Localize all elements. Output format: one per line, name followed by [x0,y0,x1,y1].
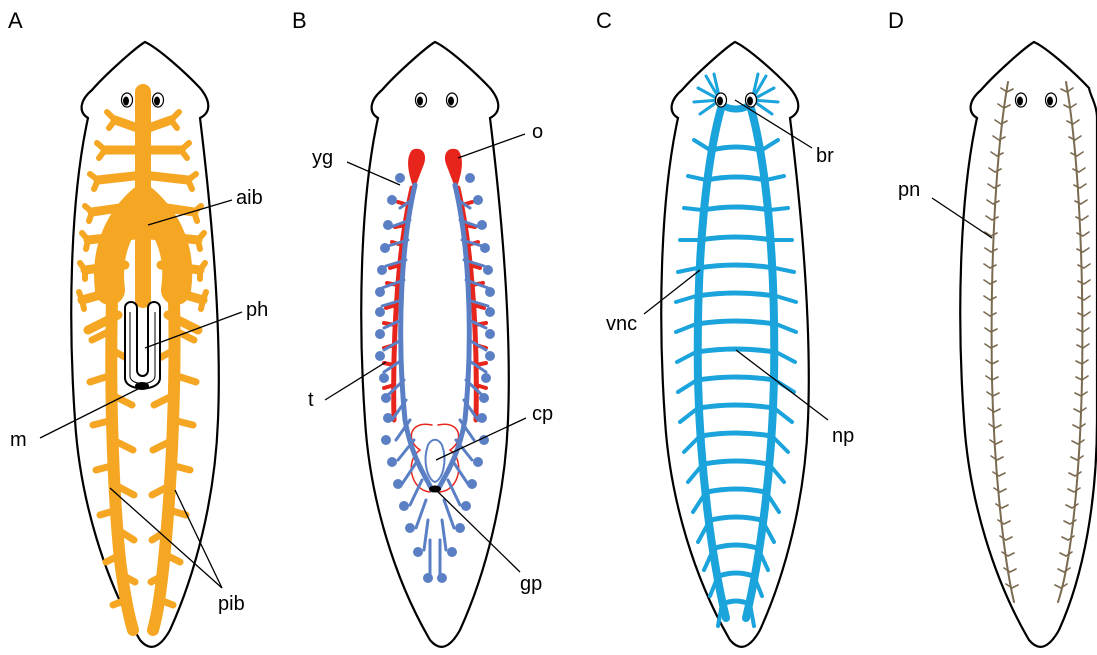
panel-c: C br vnc np [596,8,854,647]
panel-letter-b: B [292,8,307,33]
label-t: t [308,389,314,411]
panel-d: D pn [888,8,1097,647]
label-vnc: vnc [606,313,637,335]
label-pib: pib [218,593,245,615]
label-np: np [832,425,854,447]
label-yg: yg [312,147,333,169]
label-ph: ph [246,299,268,321]
panel-letter-c: C [596,8,612,33]
panel-letter-d: D [888,8,904,33]
label-cp: cp [532,403,553,425]
body-outline-b [361,42,509,647]
label-aib: aib [236,187,263,209]
panel-letter-a: A [8,8,23,33]
panel-b: B [292,8,553,647]
label-m: m [10,429,27,451]
label-o: o [532,121,543,143]
panel-a: A aib ph [8,8,268,647]
label-gp: gp [520,573,542,595]
gonopore [429,486,441,493]
label-br: br [816,145,834,167]
label-pn: pn [898,179,920,201]
